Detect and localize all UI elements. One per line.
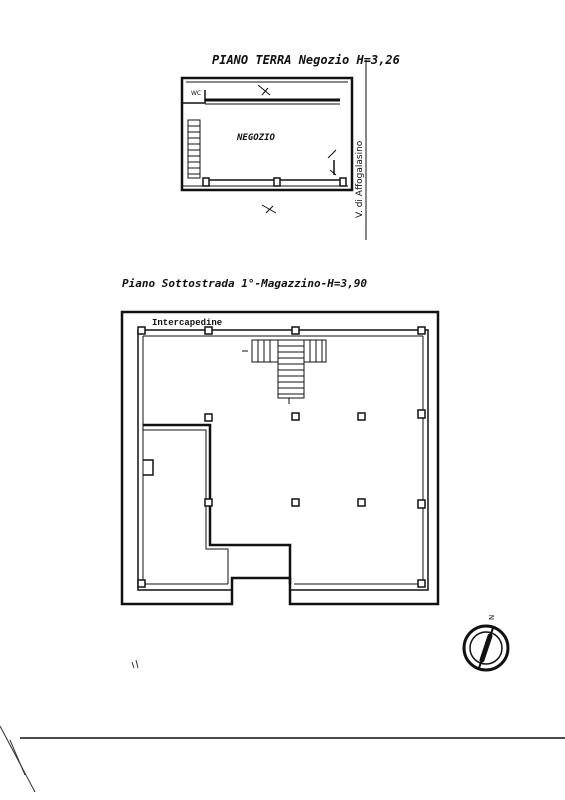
basement-plan [120,310,440,606]
basement-title: Piano Sottostrada 1°-Magazzino-H=3,90 [122,277,367,290]
compass-north-label: N [488,615,496,620]
north-compass [462,624,510,672]
street-label: V. di Affogalasino [355,140,365,218]
wc-label: WC [191,90,201,97]
ground-floor-plan [180,76,354,214]
shop-room-label: NEGOZIO [236,133,276,143]
ground-floor-title: PIANO TERRA Negozio H=3,26 [212,53,400,67]
stray-marks [0,659,139,793]
cavity-label: Intercapedine [152,318,222,328]
